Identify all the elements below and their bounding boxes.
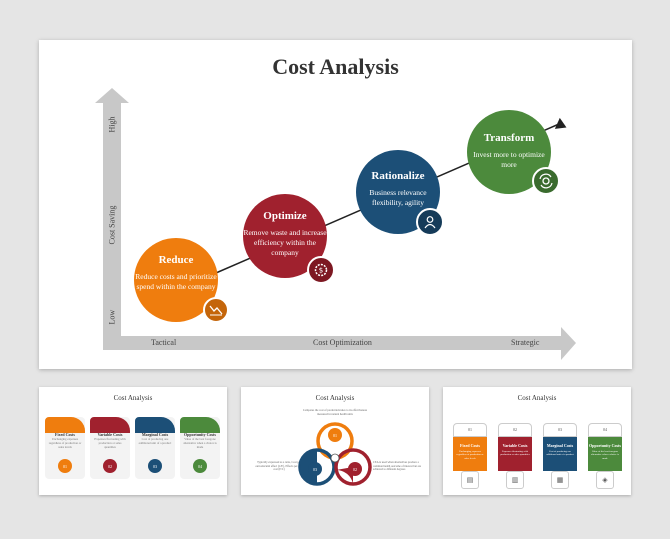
transform-gear-icon	[532, 167, 560, 195]
chart-decline-icon	[203, 297, 229, 323]
t3-card-number: 02	[498, 423, 532, 437]
mini-card-label: Variable Costs	[97, 432, 123, 437]
mini-card-header	[90, 417, 130, 433]
thumbnail-slide-3[interactable]: Cost Analysis 01 Fixed Costs Unchanging …	[443, 387, 631, 495]
t3-card-number: 03	[543, 423, 577, 437]
mini-card-number: 02	[103, 459, 117, 473]
thumb-title: Cost Analysis	[113, 394, 153, 402]
t3-card-text: Cost of producing one additional unit of…	[546, 450, 574, 457]
opportunity-icon: ◈	[596, 471, 614, 489]
mini-card-fixed-costs: Fixed Costs Unchanging expenses regardle…	[45, 417, 85, 479]
stage-title: Optimize	[263, 210, 307, 222]
t3-card-number: 04	[588, 423, 622, 437]
t3-card-label: Fixed Costs	[460, 443, 480, 448]
mini-card-label: Marginal Costs	[141, 432, 169, 437]
slide-title: Cost Analysis	[272, 54, 399, 79]
mini-card-header	[135, 417, 175, 433]
stage-title: Reduce	[158, 254, 194, 266]
thumb-title: Cost Analysis	[517, 394, 557, 402]
axes-graphic	[95, 88, 576, 360]
t3-card-variable-costs: 02 Variable Costs Expenses fluctuating w…	[498, 423, 532, 489]
venn-number: 01	[328, 428, 342, 442]
t3-card-label: Marginal Costs	[546, 443, 574, 448]
t3-card-fixed-costs: 01 Fixed Costs Unchanging expenses regar…	[453, 423, 487, 489]
t3-card-text: Value of the best foregone alternative w…	[591, 450, 619, 460]
t3-card-label: Variable Costs	[502, 443, 528, 448]
stage-title: Transform	[483, 132, 535, 144]
mini-card-header	[45, 417, 85, 433]
stage-desc: Business relevance flexibility, agility	[369, 188, 427, 207]
bar-chart-icon: ▦	[551, 471, 569, 489]
x-axis-label: Cost Optimization	[313, 338, 372, 347]
thumb2-top-text: Compares the cost of production/sales to…	[302, 409, 368, 416]
thumb-title: Cost Analysis	[315, 394, 355, 402]
x-axis-strategic: Strategic	[511, 338, 540, 347]
thumbnail-slide-2[interactable]: Cost Analysis Compares the cost of produ…	[241, 387, 429, 495]
business-person-icon	[416, 208, 444, 236]
gear-dollar-icon: $	[307, 256, 335, 284]
mini-card-header	[180, 417, 220, 433]
t3-card-text: Expenses fluctuating with production or …	[500, 450, 530, 457]
t3-card-body: Fixed Costs Unchanging expenses regardle…	[453, 437, 487, 471]
venn-number: 03	[308, 462, 322, 476]
mini-card-opportunity-costs: Opportunity Costs Value of the best fore…	[180, 417, 220, 479]
stage-title: Rationalize	[371, 170, 425, 182]
coins-icon: ▤	[461, 471, 479, 489]
mini-card-label: Opportunity Costs	[184, 432, 216, 437]
mini-card-number: 01	[58, 459, 72, 473]
thumbnail-slide-1[interactable]: Cost Analysis Fixed Costs Unchanging exp…	[39, 387, 227, 495]
y-axis-high: High	[107, 116, 117, 133]
t3-card-label: Opportunity Costs	[589, 443, 621, 448]
stage-desc: Remove waste and increase efficiency wit…	[243, 228, 327, 257]
mini-card-text: Value of the best foregone alternative w…	[183, 437, 217, 449]
cost-chart-icon: ▥	[506, 471, 524, 489]
y-axis-low: Low	[107, 309, 117, 325]
mini-card-number: 03	[148, 459, 162, 473]
main-slide-preview[interactable]: Cost Analysis High Cost Saving Low Tacti…	[39, 40, 632, 369]
mini-card-text: Expenses fluctuating with production or …	[94, 437, 126, 449]
svg-text:$: $	[319, 267, 323, 275]
t3-card-marginal-costs: 03 Marginal Costs Cost of producing one …	[543, 423, 577, 489]
t3-card-number: 01	[453, 423, 487, 437]
vertical-axis-arrow	[95, 88, 129, 350]
stage-desc: Reduce costs and prioritize spend within…	[135, 272, 217, 291]
y-axis-label: Cost Saving	[107, 205, 117, 245]
mini-card-marginal-costs: Marginal Costs Cost of producing one add…	[135, 417, 175, 479]
mini-card-text: Unchanging expenses regardless of produc…	[48, 437, 82, 449]
venn-number: 02	[348, 462, 362, 476]
stage-desc: Invest more to optimize more	[473, 150, 545, 169]
mini-card-label: Fixed Costs	[55, 432, 75, 437]
mini-card-text: Cost of producing one additional unit of…	[138, 437, 172, 445]
trend-arrowhead	[554, 117, 567, 129]
mini-card-number: 04	[193, 459, 207, 473]
thumb2-right-text: CEA is used when alternatives produce a …	[373, 461, 421, 472]
t3-card-body: Opportunity Costs Value of the best fore…	[588, 437, 622, 471]
t3-card-body: Variable Costs Expenses fluctuating with…	[498, 437, 532, 471]
t3-card-opportunity-costs: 04 Opportunity Costs Value of the best f…	[588, 423, 622, 489]
stage-optimize: Optimize Remove waste and increase effic…	[243, 194, 327, 278]
mini-card-variable-costs: Variable Costs Expenses fluctuating with…	[90, 417, 130, 479]
horizontal-axis-arrow	[103, 327, 576, 360]
t3-card-body: Marginal Costs Cost of producing one add…	[543, 437, 577, 471]
x-axis-tactical: Tactical	[151, 338, 177, 347]
thumb2-left-text: Typically expressed as a ratio, Cost per…	[255, 461, 303, 472]
t3-card-text: Unchanging expenses regardless of produc…	[456, 450, 484, 460]
